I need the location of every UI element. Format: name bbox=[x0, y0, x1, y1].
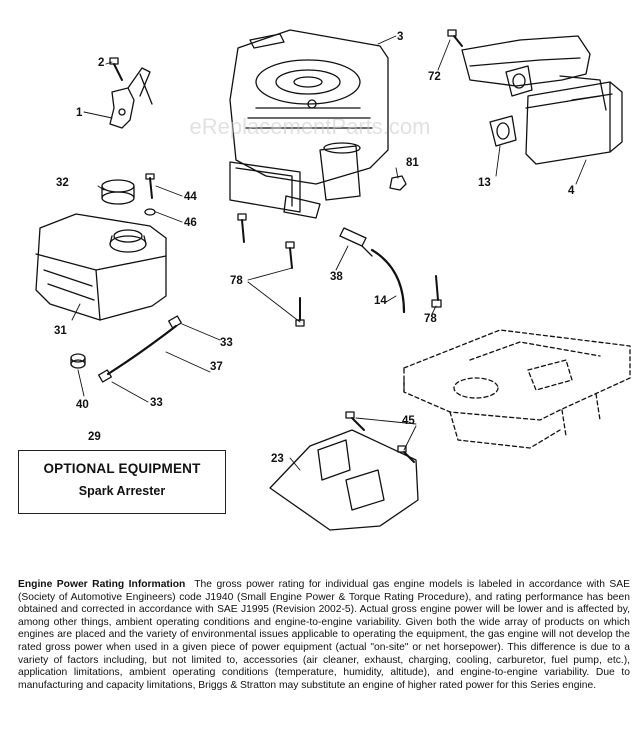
callout-14: 14 bbox=[374, 295, 387, 307]
callout-40: 40 bbox=[76, 399, 89, 411]
heat-shield-part bbox=[269, 411, 419, 531]
callout-46: 46 bbox=[184, 217, 197, 229]
callout-37: 37 bbox=[210, 361, 223, 373]
nut-part bbox=[389, 175, 407, 191]
callout-33-upper: 33 bbox=[220, 337, 233, 349]
callout-labels: 1 2 3 4 13 14 23 29 31 32 33 33 37 38 40… bbox=[54, 31, 575, 465]
callout-32: 32 bbox=[56, 177, 69, 189]
callout-13: 13 bbox=[478, 177, 491, 189]
info-title: Engine Power Rating Information bbox=[18, 579, 186, 590]
exhaust-gasket-part bbox=[447, 29, 533, 147]
callout-23: 23 bbox=[271, 453, 284, 465]
callout-72: 72 bbox=[428, 71, 441, 83]
callout-44: 44 bbox=[184, 191, 197, 203]
muffler-part bbox=[461, 35, 623, 165]
leader-lines bbox=[71, 35, 587, 471]
parts-diagram: eReplacementParts.com 1 2 3 4 13 14 23 2… bbox=[35, 29, 631, 531]
optional-equipment-box: OPTIONAL EQUIPMENT Spark Arrester bbox=[18, 450, 226, 514]
callout-3: 3 bbox=[397, 31, 403, 43]
callout-81: 81 bbox=[406, 157, 419, 169]
callout-29: 29 bbox=[88, 431, 101, 443]
watermark-text: eReplacementParts.com bbox=[190, 114, 431, 139]
engine-bolt-part bbox=[237, 213, 442, 327]
fuel-line-part bbox=[70, 315, 182, 383]
fuel-tank-part bbox=[35, 213, 167, 321]
callout-4: 4 bbox=[568, 185, 575, 197]
callout-78-left: 78 bbox=[230, 275, 243, 287]
callout-38: 38 bbox=[330, 271, 343, 283]
info-body: The gross power rating for individual ga… bbox=[18, 579, 630, 691]
callout-45: 45 bbox=[402, 415, 415, 427]
callout-2: 2 bbox=[98, 57, 104, 69]
fuel-filter-part bbox=[339, 227, 406, 314]
callout-31: 31 bbox=[54, 325, 67, 337]
throttle-control-part bbox=[109, 57, 153, 129]
callout-78-right: 78 bbox=[424, 313, 437, 325]
optional-equipment-item: Spark Arrester bbox=[78, 484, 166, 498]
frame-part bbox=[403, 329, 631, 449]
callout-1: 1 bbox=[76, 107, 83, 119]
optional-equipment-title: OPTIONAL EQUIPMENT bbox=[43, 461, 201, 476]
engine-part bbox=[229, 29, 389, 219]
fuel-cap-part bbox=[101, 173, 156, 216]
engine-power-rating-info: Engine Power Rating Information The gros… bbox=[18, 579, 630, 692]
callout-33-lower: 33 bbox=[150, 397, 163, 409]
